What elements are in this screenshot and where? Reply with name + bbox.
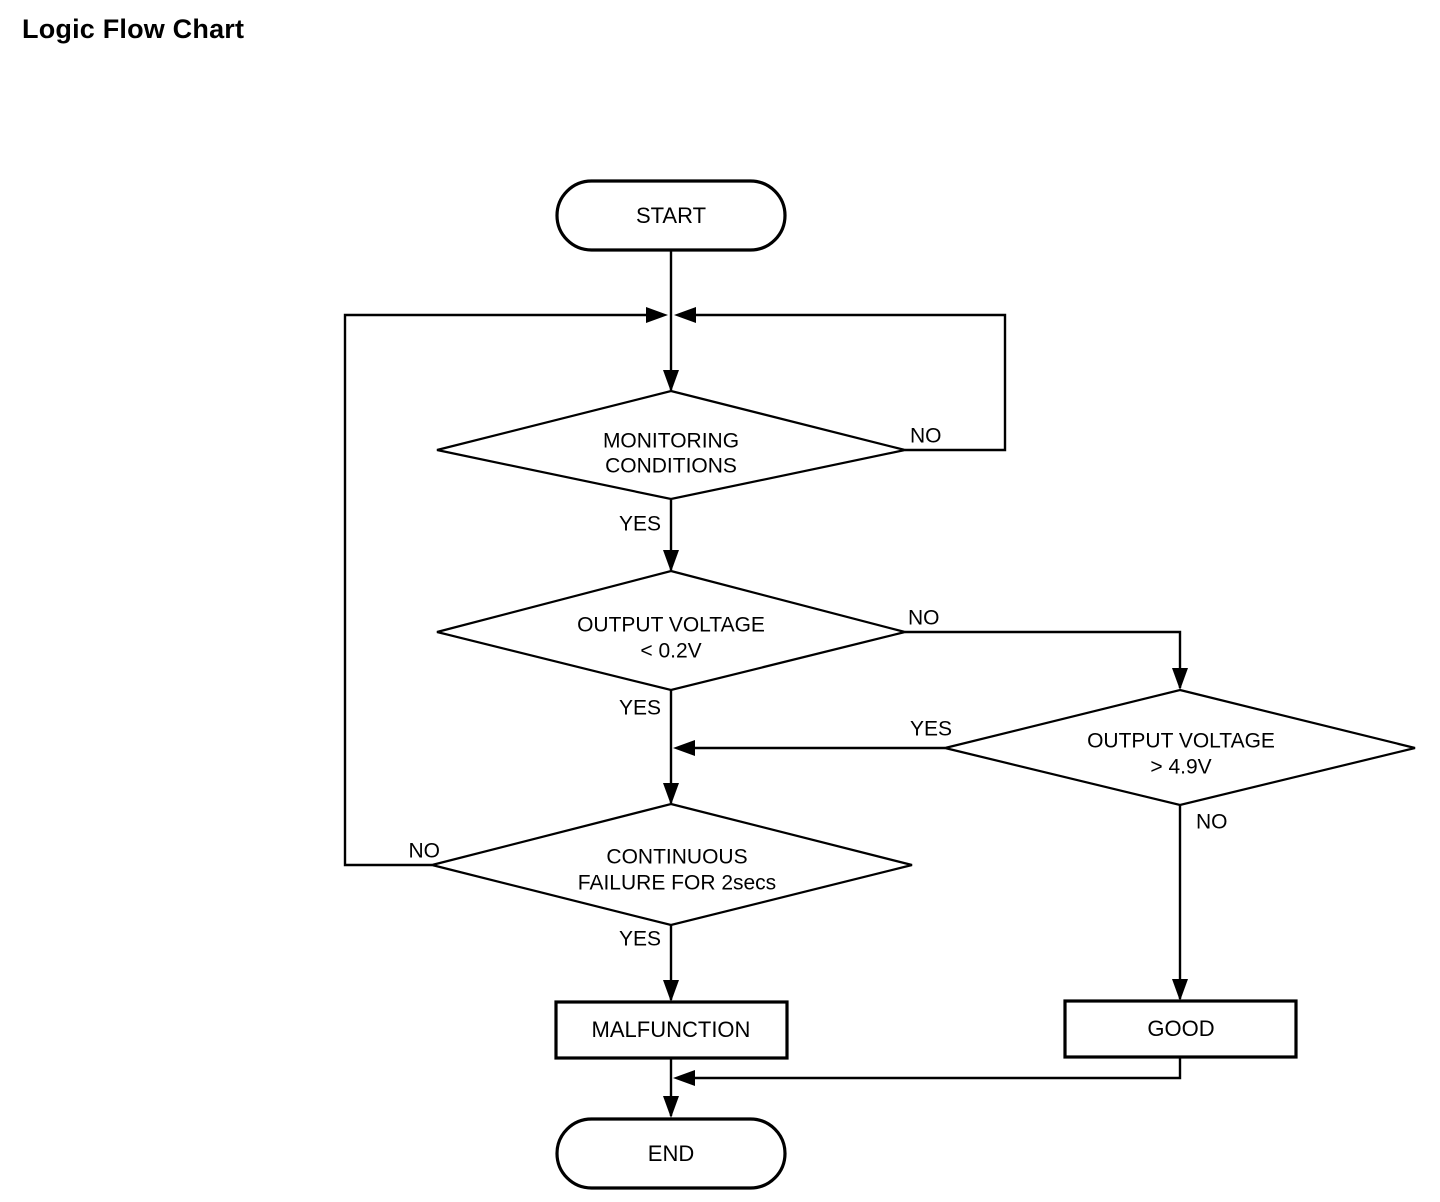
node-output-voltage-low[interactable]: OUTPUT VOLTAGE < 0.2V: [436, 569, 906, 692]
arrow-head-down: [1172, 668, 1188, 690]
malfunction-label: MALFUNCTION: [592, 1017, 751, 1042]
edge-continuous-yes: [663, 925, 679, 1002]
start-shape: [555, 179, 787, 252]
edge-volthigh-yes: [673, 740, 945, 756]
edge-label-continuous-yes: YES: [619, 928, 661, 951]
node-continuous-failure[interactable]: CONTINUOUS FAILURE FOR 2secs: [431, 802, 913, 927]
edge-label-monitoring-yes: YES: [619, 513, 661, 536]
arrow-head-down: [663, 370, 679, 392]
edge-voltlow-yes: [663, 690, 679, 805]
node-malfunction[interactable]: MALFUNCTION: [554, 1000, 789, 1060]
edge-monitoring-no-loopback: [674, 307, 1007, 452]
output-voltage-low-shape: [436, 569, 906, 692]
arrow-head-down: [663, 1096, 679, 1118]
node-end[interactable]: END: [555, 1117, 787, 1190]
continuous-failure-label-line1: CONTINUOUS: [606, 846, 747, 869]
start-label: START: [636, 203, 706, 228]
arrow-head-down: [663, 783, 679, 805]
output-voltage-high-label-line2: > 4.9V: [1150, 756, 1211, 779]
arrow-head-left: [673, 740, 695, 756]
arrow-head-left: [673, 1070, 695, 1086]
good-shape: [1063, 999, 1298, 1059]
continuous-failure-shape: [431, 802, 913, 927]
edge-continuous-no-loopback: [343, 307, 668, 867]
arrow-head-down: [663, 980, 679, 1002]
edge-start-to-monitoring: [663, 250, 679, 392]
arrow-head-down: [1172, 979, 1188, 1001]
arrow-head-down: [663, 550, 679, 572]
output-voltage-high-shape: [944, 688, 1416, 807]
edge-monitoring-yes: [663, 500, 679, 572]
edge-label-voltlow-yes: YES: [619, 697, 661, 720]
edge-label-voltlow-no: NO: [908, 607, 940, 630]
node-output-voltage-high[interactable]: OUTPUT VOLTAGE > 4.9V: [944, 688, 1416, 807]
monitoring-conditions-shape: [436, 389, 906, 501]
edge-label-monitoring-no: NO: [910, 425, 942, 448]
arrow-head-right: [646, 307, 668, 323]
good-label: GOOD: [1147, 1016, 1214, 1041]
arrow-head-left: [674, 307, 696, 323]
edge-label-continuous-no: NO: [409, 840, 441, 863]
output-voltage-low-label-line1: OUTPUT VOLTAGE: [577, 614, 765, 637]
page-title: Logic Flow Chart: [22, 14, 245, 44]
continuous-failure-label-line2: FAILURE FOR 2secs: [578, 872, 776, 895]
node-start[interactable]: START: [555, 179, 787, 252]
edge-voltlow-no: [905, 630, 1188, 690]
malfunction-shape: [554, 1000, 789, 1060]
edge-label-volthigh-no: NO: [1196, 811, 1228, 834]
edge-volthigh-no: [1172, 805, 1188, 1001]
edge-good-to-end-merge: [673, 1057, 1182, 1086]
node-monitoring-conditions[interactable]: MONITORING CONDITIONS: [436, 389, 906, 501]
edge-malfunction-to-end: [663, 1058, 679, 1118]
edge-label-volthigh-yes: YES: [910, 718, 952, 741]
end-shape: [555, 1117, 787, 1190]
output-voltage-high-label-line1: OUTPUT VOLTAGE: [1087, 730, 1275, 753]
output-voltage-low-label-line2: < 0.2V: [640, 640, 701, 663]
node-good[interactable]: GOOD: [1063, 999, 1298, 1059]
monitoring-conditions-label-line1: MONITORING: [603, 430, 739, 453]
end-label: END: [648, 1141, 694, 1166]
monitoring-conditions-label-line2: CONDITIONS: [605, 455, 737, 478]
